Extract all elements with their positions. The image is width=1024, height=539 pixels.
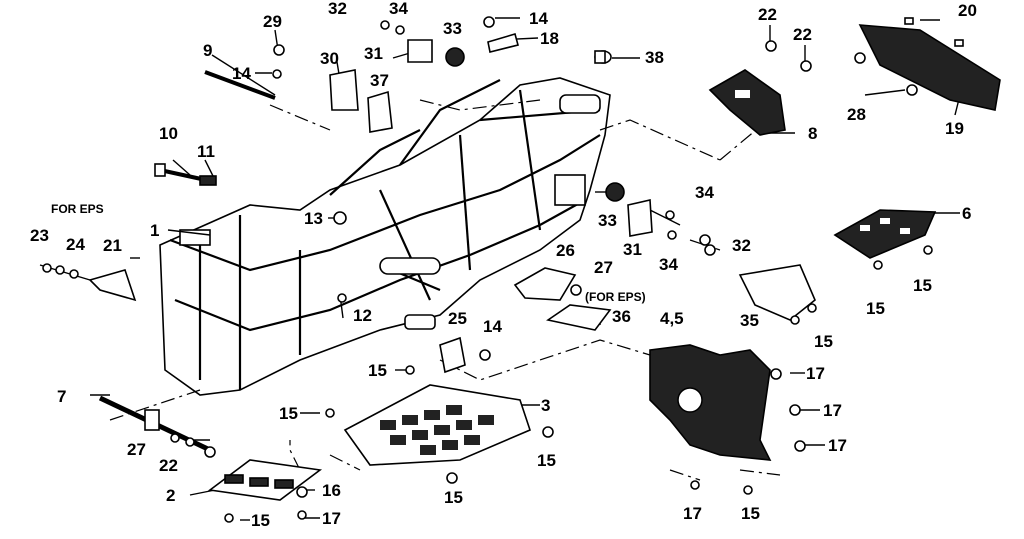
callout-17-b: 17 (823, 401, 842, 420)
callout-10: 10 (159, 124, 178, 143)
skid-plate-3 (343, 384, 531, 466)
callout-34-a: 34 (389, 0, 408, 18)
callout-22-b: 22 (793, 25, 812, 44)
callout-35: 35 (740, 311, 759, 330)
callout-19: 19 (945, 119, 964, 138)
callout-13: 13 (304, 209, 323, 228)
callout-24: 24 (66, 235, 85, 254)
callout-31-b: 31 (623, 240, 642, 259)
callout-14-left: 14 (232, 64, 251, 83)
callout-15-g: 15 (444, 488, 463, 507)
callout-34-b: 34 (695, 183, 714, 202)
guard-4-5 (649, 344, 772, 461)
callout-27-a: 27 (594, 258, 613, 277)
callout-15-b: 15 (913, 276, 932, 295)
callout-27-b: 27 (127, 440, 146, 459)
callout-17-c: 17 (828, 436, 847, 455)
cover-19 (854, 17, 1001, 111)
callout-1: 1 (150, 221, 160, 240)
callout-31-a: 31 (364, 44, 383, 63)
callout-2: 2 (166, 486, 176, 505)
callout-17-d: 17 (683, 504, 702, 523)
bracket-31-right (627, 199, 653, 237)
callout-32-a: 32 (328, 0, 347, 18)
callout-21: 21 (103, 236, 122, 255)
callout-36: 36 (612, 307, 631, 326)
callout-15-i: 15 (741, 504, 760, 523)
cap-38 (594, 50, 612, 64)
note-for-eps-left: FOR EPS (51, 202, 104, 216)
callout-15-f: 15 (537, 451, 556, 470)
callout-3: 3 (541, 396, 551, 415)
fasteners (42, 16, 933, 523)
callout-8: 8 (808, 124, 818, 143)
callout-16: 16 (322, 481, 341, 500)
bracket-31-top (407, 39, 433, 63)
eps-bracket-21 (39, 264, 137, 302)
callout-22-c: 22 (159, 456, 178, 475)
rod-9 (204, 70, 276, 100)
plate-6 (833, 209, 937, 259)
callout-38: 38 (645, 48, 664, 67)
plate-37 (367, 90, 393, 133)
callout-4-5: 4,5 (660, 309, 684, 328)
callout-18: 18 (540, 29, 559, 48)
callout-29: 29 (263, 12, 282, 31)
callout-22-a: 22 (758, 5, 777, 24)
callout-28: 28 (847, 105, 866, 124)
skid-plate-2 (207, 459, 323, 501)
callout-15-h: 15 (251, 511, 270, 530)
nut-33-top (445, 47, 465, 67)
main-frame (159, 77, 611, 396)
callout-37: 37 (370, 71, 389, 90)
callout-20: 20 (958, 1, 977, 20)
callout-33-b: 33 (598, 211, 617, 230)
plate-35 (738, 264, 816, 321)
callout-17-a: 17 (806, 364, 825, 383)
bracket-8 (708, 69, 786, 136)
callout-26: 26 (556, 241, 575, 260)
callout-15-e: 15 (279, 404, 298, 423)
eps-bracket-36 (546, 304, 612, 331)
callout-7: 7 (57, 387, 67, 406)
plate-30 (329, 69, 359, 111)
callout-23: 23 (30, 226, 49, 245)
callout-15-c: 15 (814, 332, 833, 351)
callout-30: 30 (320, 49, 339, 68)
callout-25: 25 (448, 309, 467, 328)
callout-14-center: 14 (483, 317, 502, 336)
bracket-26 (513, 267, 577, 301)
callout-14-top: 14 (529, 9, 548, 28)
callout-15-a: 15 (866, 299, 885, 318)
bracket-25 (439, 336, 466, 374)
callout-12: 12 (353, 306, 372, 325)
note-for-eps-center: (FOR EPS) (585, 290, 646, 304)
callout-11: 11 (197, 142, 215, 161)
callout-15-d: 15 (368, 361, 387, 380)
callout-33-a: 33 (443, 19, 462, 38)
callout-34-c: 34 (659, 255, 678, 274)
bolt-10-spacer-11 (154, 163, 217, 186)
nut-33-right (605, 182, 625, 202)
clip-18 (487, 33, 519, 53)
callout-17-e: 17 (322, 509, 341, 528)
callout-9: 9 (203, 41, 213, 60)
callout-32-b: 32 (732, 236, 751, 255)
callout-6: 6 (962, 204, 972, 223)
